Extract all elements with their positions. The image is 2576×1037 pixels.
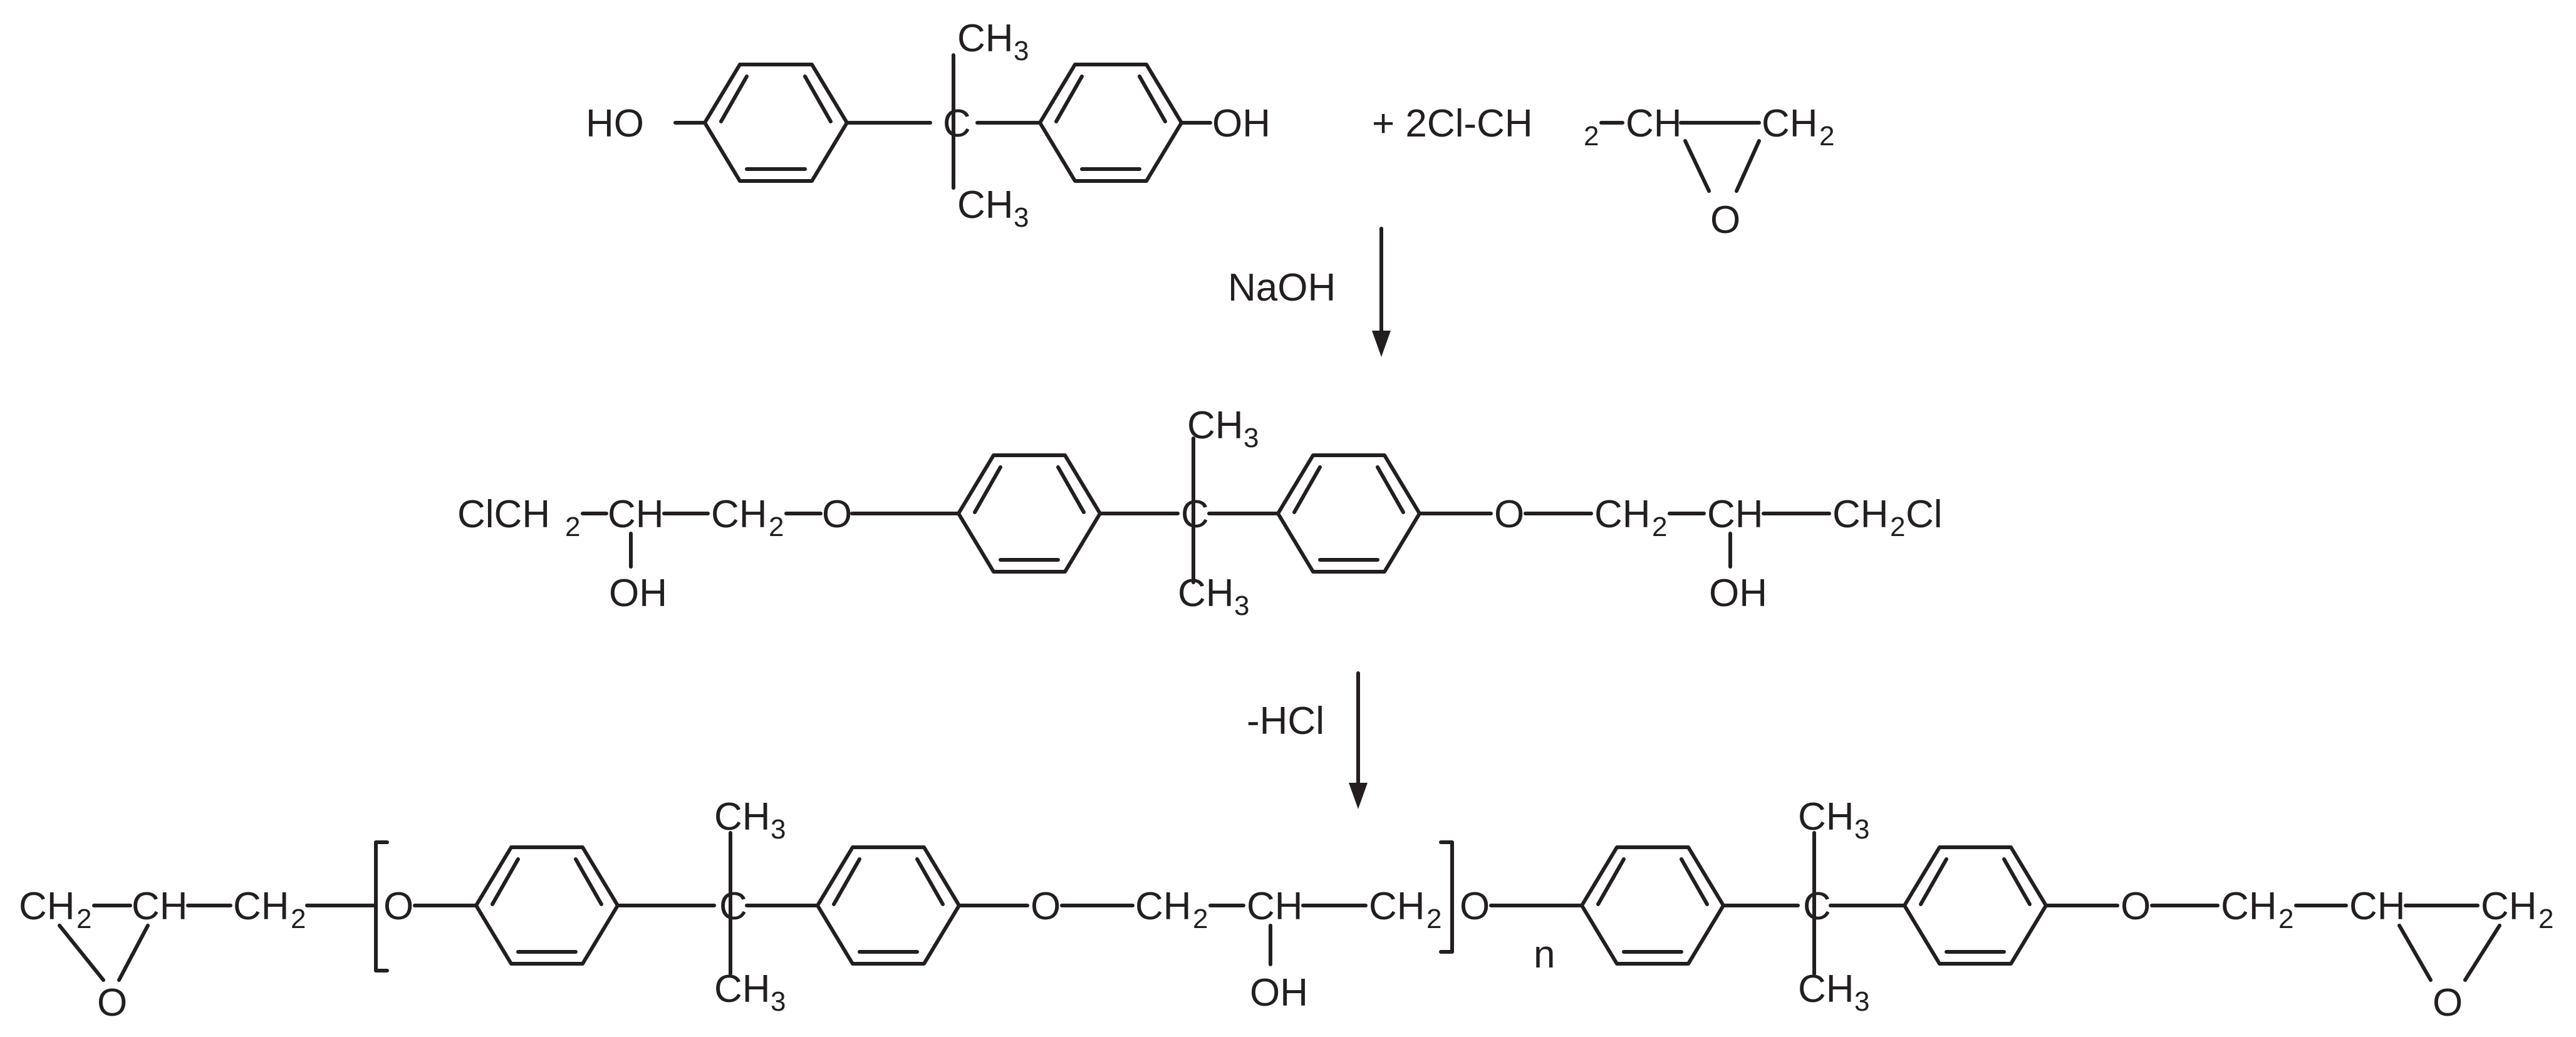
intermediate: ClCH 2 CH OH CH 2 O C CH 3 CH 3 — [457, 404, 1943, 621]
naoh-label: NaOH — [1228, 266, 1336, 309]
ch3-bottom-2: CH — [1178, 572, 1234, 615]
reactants: HO C CH 3 CH 3 OH + 2Cl-CH 2 CH — [586, 17, 1834, 242]
epoxide-o-left: O — [97, 981, 127, 1024]
bond — [58, 924, 105, 982]
ch3-top-sub: 3 — [1014, 36, 1029, 66]
sub-2: 2 — [1652, 512, 1667, 542]
ch-right: CH — [1707, 493, 1763, 536]
sub-3: 3 — [771, 814, 786, 845]
sub-2: 2 — [2278, 904, 2293, 934]
hcl-label: -HCl — [1247, 699, 1324, 743]
benzene-ring-7 — [1580, 845, 1725, 966]
ch3-bottom-4: CH — [1798, 967, 1854, 1011]
epichlorohydrin-prefix: + 2Cl-CH — [1372, 102, 1533, 145]
reaction-arrow-1: NaOH — [1228, 227, 1391, 357]
ch2cl-right: CH — [1832, 493, 1889, 536]
ch3-top-2: CH — [1187, 404, 1244, 447]
bond — [2397, 924, 2433, 982]
repeat-n: n — [1534, 933, 1555, 976]
sub-2: 2 — [76, 904, 91, 934]
ch-right-product: CH — [2349, 885, 2406, 928]
ch3-top-4: CH — [1798, 795, 1854, 838]
quaternary-carbon: C — [943, 102, 971, 145]
ch3-bottom: CH — [957, 183, 1014, 227]
benzene-ring-6 — [816, 845, 961, 966]
ch3-top-3: CH — [714, 795, 771, 838]
bond — [2463, 924, 2501, 982]
sub-3: 3 — [1854, 814, 1869, 845]
epichlorohydrin-sub-2a: 2 — [1584, 121, 1599, 152]
bond — [117, 924, 150, 982]
ch3-bottom-sub: 3 — [1014, 202, 1029, 233]
benzene-ring-5 — [474, 845, 620, 966]
ch2-epoxide-right: CH — [2481, 885, 2537, 928]
o-right: O — [1494, 493, 1524, 536]
o-mid: O — [1031, 885, 1061, 928]
reaction-arrow-2: -HCl — [1247, 671, 1368, 809]
benzene-ring-1 — [703, 63, 849, 183]
ch2-left-product: CH — [233, 885, 289, 928]
ch2-mid-2: CH — [1369, 885, 1425, 928]
sub-2: 2 — [1426, 904, 1441, 934]
quaternary-carbon-3: C — [719, 885, 747, 928]
epoxide-bond-left — [1683, 139, 1711, 193]
benzene-ring-4 — [1276, 453, 1421, 574]
ch-left: CH — [608, 493, 664, 536]
epichlorohydrin-ch: CH — [1626, 102, 1682, 145]
benzene-ring-8 — [1903, 845, 2048, 966]
ch3-top: CH — [957, 17, 1014, 60]
epoxide-o-right: O — [2433, 981, 2463, 1024]
epoxide-bond-right — [1735, 139, 1761, 193]
sub-2: 2 — [1890, 512, 1905, 542]
ch2-mid-1: CH — [1135, 885, 1192, 928]
ch-mid: CH — [1247, 885, 1303, 928]
cl-right: Cl — [1906, 493, 1943, 536]
repeat-bracket-right — [1439, 840, 1454, 954]
sub-3: 3 — [1854, 986, 1869, 1017]
ch3-bottom-3: CH — [714, 967, 771, 1011]
ch2-right: CH — [1594, 493, 1651, 536]
sub-2: 2 — [1193, 904, 1208, 934]
ch2-left: CH — [711, 493, 767, 536]
quaternary-carbon-2: C — [1181, 493, 1209, 536]
ho-label: HO — [586, 102, 644, 145]
product: CH 2 O CH CH 2 O C CH 3 CH 3 — [19, 795, 2553, 1024]
o-left-product: O — [383, 885, 413, 928]
o-right-product: O — [2121, 885, 2151, 928]
ch2-right-product: CH — [2221, 885, 2277, 928]
benzene-ring-3 — [957, 453, 1102, 574]
sub-2: 2 — [2538, 904, 2553, 934]
ch2-left-sub: 2 — [769, 512, 784, 542]
oh-left: OH — [609, 572, 667, 615]
oh-right: OH — [1709, 572, 1767, 615]
epichlorohydrin-sub-2b: 2 — [1819, 121, 1834, 152]
quaternary-carbon-4: C — [1803, 885, 1831, 928]
sub-3: 3 — [1234, 591, 1249, 621]
oh-mid: OH — [1250, 971, 1308, 1014]
o-after-bracket: O — [1460, 885, 1490, 928]
clch2-left-sub: 2 — [565, 512, 580, 542]
o-left: O — [822, 493, 852, 536]
epichlorohydrin-ch2: CH — [1762, 102, 1818, 145]
sub-3: 3 — [771, 986, 786, 1017]
benzene-ring-2 — [1038, 63, 1183, 183]
clch2-left: ClCH — [457, 493, 550, 536]
sub-2: 2 — [291, 904, 306, 934]
oh-label: OH — [1212, 102, 1270, 145]
ch-left-product: CH — [132, 885, 188, 928]
epoxide-oxygen: O — [1710, 199, 1740, 242]
sub-3: 3 — [1244, 423, 1259, 453]
ch2-epoxide-left: CH — [19, 885, 75, 928]
